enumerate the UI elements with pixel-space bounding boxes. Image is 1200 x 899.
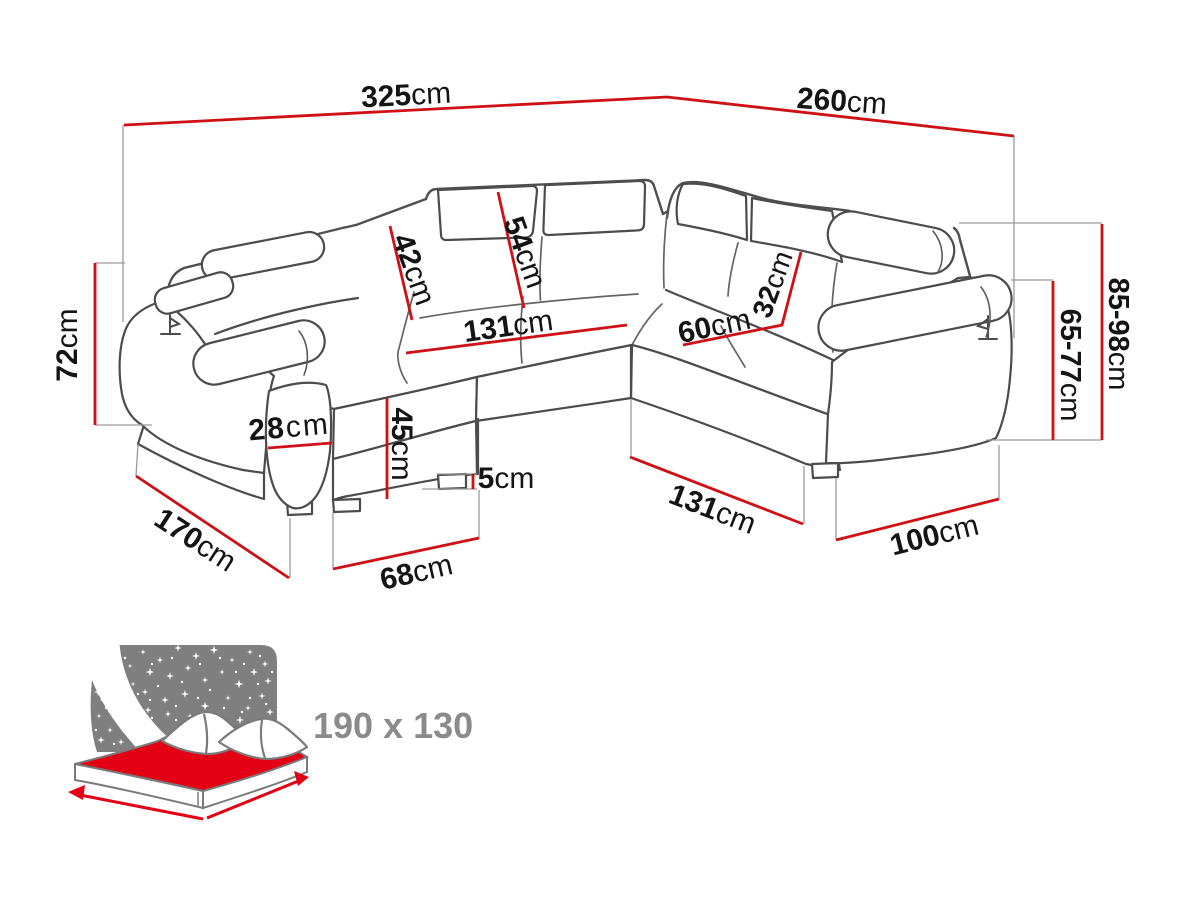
svg-text:45cm: 45cm [385, 407, 418, 480]
svg-text:42cm: 42cm [386, 229, 442, 309]
svg-text:5cm: 5cm [478, 462, 535, 495]
svg-text:325cm: 325cm [360, 77, 452, 115]
svg-text:131cm: 131cm [665, 478, 761, 541]
svg-text:170cm: 170cm [148, 502, 242, 579]
svg-text:68cm: 68cm [377, 548, 456, 597]
svg-text:28cm: 28cm [247, 408, 331, 448]
svg-text:72cm: 72cm [51, 308, 84, 381]
svg-text:85-98cm: 85-98cm [1102, 278, 1134, 391]
svg-text:190 x 130: 190 x 130 [313, 705, 473, 746]
svg-text:32cm: 32cm [746, 247, 799, 322]
svg-text:260cm: 260cm [796, 82, 888, 121]
svg-text:65-77cm: 65-77cm [1054, 309, 1086, 422]
svg-text:60cm: 60cm [675, 303, 754, 351]
svg-text:131cm: 131cm [461, 304, 555, 349]
